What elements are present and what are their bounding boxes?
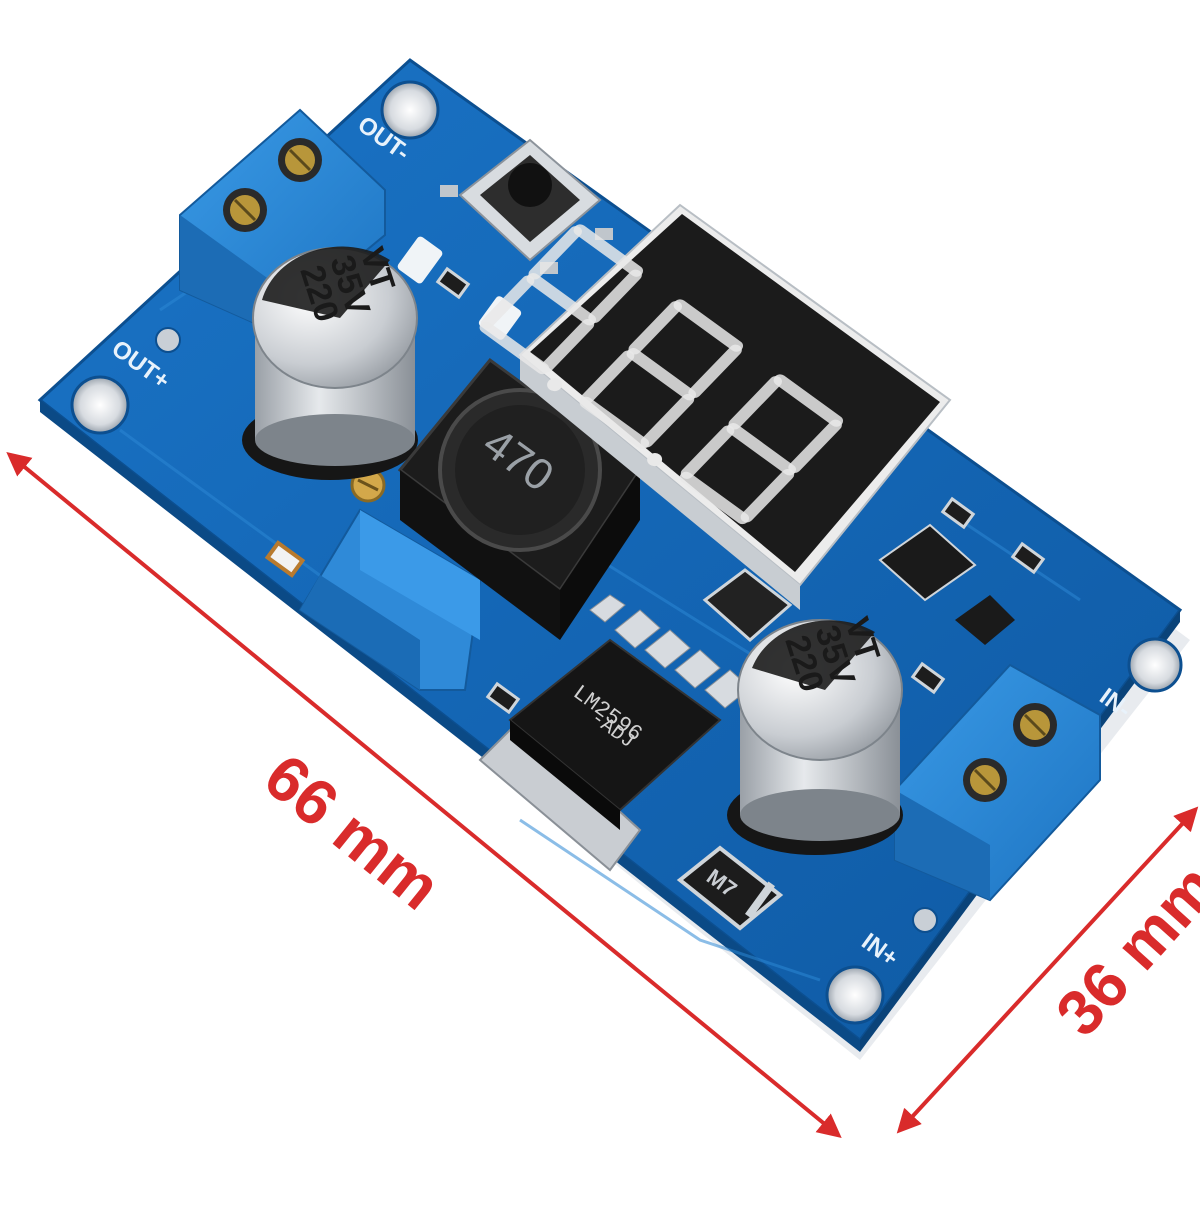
display-segment <box>673 299 744 352</box>
display-digit <box>579 299 744 467</box>
display-segment <box>573 224 644 277</box>
display-segment <box>540 319 595 373</box>
display-digit-group <box>479 224 844 525</box>
mounting-hole-left <box>70 375 130 435</box>
display-segment <box>479 321 550 375</box>
display-segment <box>628 301 683 355</box>
length-dimension-arrow <box>6 451 842 1139</box>
display-decimal-point <box>547 378 563 392</box>
display-segment <box>640 394 695 448</box>
display-segment <box>480 275 535 329</box>
mounting-hole-top <box>380 80 440 140</box>
push-button <box>440 138 613 274</box>
display-segment <box>688 344 742 398</box>
length-dimension-label: 66 mm <box>251 740 454 924</box>
via-in-plus <box>912 907 938 933</box>
display-segment <box>580 350 635 404</box>
mounting-hole-right <box>1127 637 1183 693</box>
capacitor-right: 220 35V VT <box>727 613 903 855</box>
capacitor-left: 220 35V VT <box>242 243 418 480</box>
via-out-plus <box>155 327 181 353</box>
display-segment <box>728 376 783 430</box>
display-segment <box>528 226 583 280</box>
display-segment <box>526 273 597 326</box>
width-dimension-arrow <box>896 806 1199 1134</box>
display-segment <box>588 269 642 323</box>
display-segment <box>773 374 844 427</box>
display-digit <box>479 224 644 392</box>
display-segment <box>579 396 650 450</box>
display-segment <box>626 348 697 401</box>
mounting-hole-bottom <box>825 965 885 1025</box>
